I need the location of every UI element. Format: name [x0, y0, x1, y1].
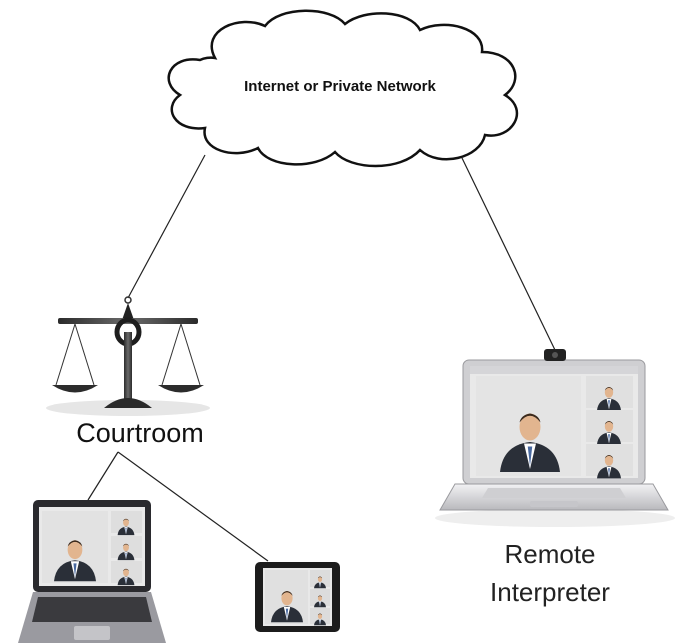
- courtroom-to-tablet-line: [117, 451, 269, 562]
- scales-of-justice-icon: [46, 296, 210, 416]
- interpreter-laptop-icon: [435, 359, 675, 527]
- cloud-to-courtroom-line: [127, 154, 206, 299]
- tablet-icon: [255, 562, 340, 632]
- remote-label-line2: Interpreter: [490, 577, 610, 607]
- courtroom-to-laptop-line: [87, 451, 119, 501]
- webcam-icon: [544, 349, 566, 361]
- remote-label-line1: Remote: [504, 539, 596, 569]
- cloud-label: Internet or Private Network: [244, 78, 436, 95]
- remote-interpreter-label: Remote Interpreter: [440, 535, 660, 611]
- courtroom-label: Courtroom: [76, 418, 204, 448]
- cloud-to-interpreter-line: [461, 157, 556, 351]
- connection-lines: [87, 154, 556, 562]
- cloud-icon: [167, 9, 519, 168]
- courtroom-laptop-icon: [18, 500, 166, 643]
